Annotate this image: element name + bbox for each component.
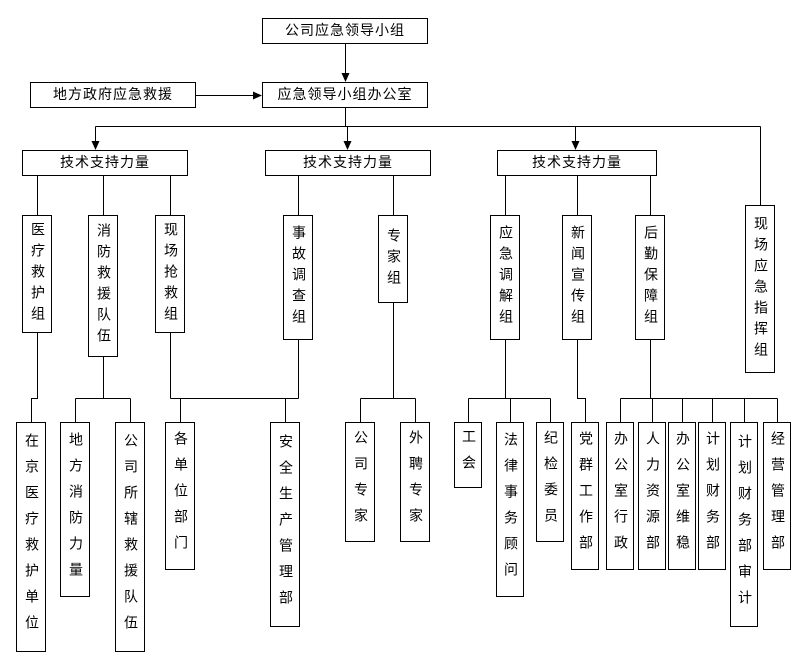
node-logistics-support: 后勤保障组 — [635, 215, 665, 340]
node-operations-mgmt-dept: 经营管理部 — [763, 422, 791, 570]
node-company-emergency-leadership: 公司应急领导小组 — [262, 18, 428, 44]
node-fire-rescue-team: 消防救援队伍 — [88, 215, 118, 357]
node-discipline-inspection: 纪检委员 — [536, 422, 564, 542]
node-legal-affairs-advisor: 法律事务顾问 — [496, 422, 524, 597]
node-company-experts: 公司专家 — [345, 422, 375, 542]
node-company-rescue-teams: 公司所辖救援队伍 — [115, 422, 145, 652]
node-external-experts: 外聘专家 — [400, 422, 430, 542]
node-tech-support-center: 技术支持力量 — [265, 150, 431, 176]
node-party-mass-work-dept: 党群工作部 — [571, 422, 599, 570]
node-office-admin: 办公室行政 — [606, 422, 634, 570]
node-news-publicity: 新闻宣传组 — [562, 215, 592, 340]
node-onsite-command: 现场应急指挥组 — [745, 205, 775, 373]
node-office-stability: 办公室维稳 — [668, 422, 696, 570]
node-local-gov-rescue: 地方政府应急救援 — [30, 82, 196, 108]
node-hr-dept: 人力资源部 — [638, 422, 666, 570]
node-tech-support-right: 技术支持力量 — [497, 150, 657, 176]
node-onsite-salvage: 现场抢救组 — [155, 215, 185, 333]
node-tech-support-left: 技术支持力量 — [22, 150, 188, 176]
node-safety-production-dept: 安全生产管理部 — [270, 422, 300, 627]
node-emergency-office: 应急领导小组办公室 — [262, 82, 428, 108]
node-planning-finance-dept: 计划财务部 — [698, 422, 726, 570]
node-local-fire-force: 地方消防力量 — [60, 422, 90, 597]
node-expert-group: 专家组 — [378, 215, 408, 303]
node-medical-rescue: 医疗救护组 — [22, 215, 52, 333]
node-labor-union: 工会 — [454, 422, 482, 488]
node-unit-departments: 各单位部门 — [165, 422, 195, 570]
node-emergency-mediation: 应急调解组 — [490, 215, 520, 340]
node-beijing-medical-units: 在京医疗救护单位 — [16, 422, 46, 652]
node-planning-finance-audit: 计划财务部审计 — [730, 422, 758, 627]
node-accident-investigation: 事故调查组 — [283, 215, 313, 340]
